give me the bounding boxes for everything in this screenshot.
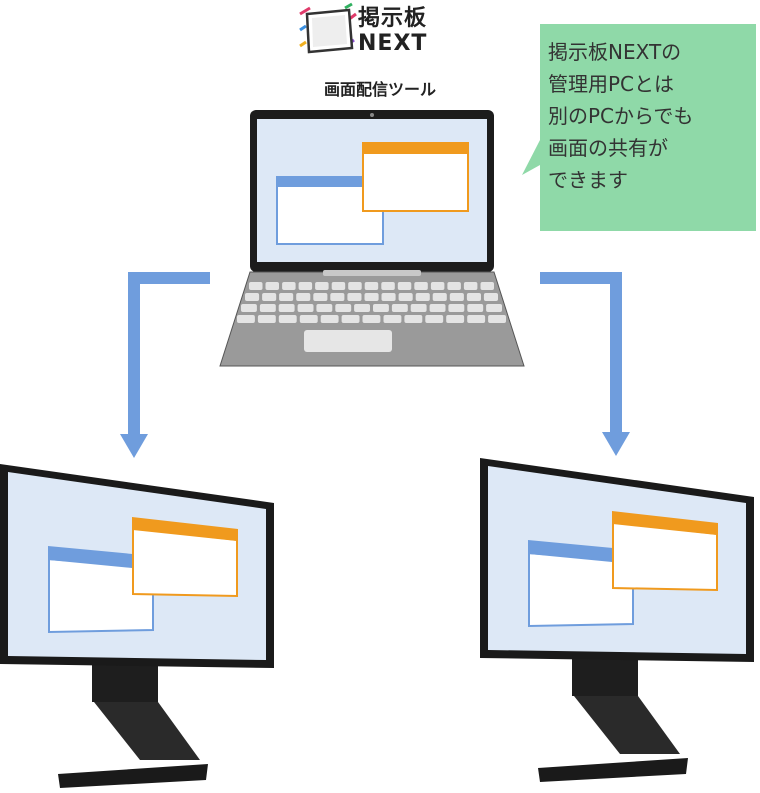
keyboard-key [296,293,311,301]
bubble-line: 別のPCからでも [548,104,694,128]
keyboard-key [430,282,445,290]
keyboard-key [480,282,494,290]
keyboard-key [483,293,498,301]
keyboard-key [237,315,255,323]
logo-text: 掲示板 NEXT [358,8,427,55]
keyboard-key [447,282,461,290]
keyboard-key [331,282,346,290]
bubble-line: 画面の共有が [548,136,668,160]
keyboard-key [432,293,447,301]
keyboard-key [449,293,464,301]
monitor-left [0,464,274,788]
keyboard-key [364,282,379,290]
keyboard-key [313,293,328,301]
keyboard-key [245,293,260,301]
keyboard-key [488,315,506,323]
logo-line2: NEXT [358,31,428,56]
keyboard-key [463,282,478,290]
keyboard-key [373,304,389,312]
keyboard-key [364,293,379,301]
keyboard-key [391,304,408,312]
keyboard-key [448,304,465,312]
keyboard-key [362,315,381,323]
keyboard-key [278,304,295,312]
keyboard-key [347,293,362,301]
bubble-text: 掲示板NEXTの 管理用PCとは 別のPCからでも 画面の共有が できます [548,36,748,196]
keyboard-key [398,293,413,301]
keyboard-key [410,304,427,312]
keyboard-key [397,282,412,290]
logo-line1: 掲示板 [358,6,428,31]
keyboard-key [348,282,362,290]
keyboard-key [297,304,314,312]
keyboard-key [466,293,481,301]
keyboard-key [298,282,313,290]
keyboard-key [315,282,329,290]
keyboard-key [316,304,333,312]
keyboard-key [282,282,296,290]
keyboard-key [467,315,486,323]
bubble-line: 掲示板NEXTの [548,40,682,64]
keyboard-key [320,315,339,323]
laptop [219,110,525,367]
keyboard-key [341,315,360,323]
speech-bubble [522,24,756,231]
keyboard-key [383,315,402,323]
bubble-line: できます [548,168,628,192]
keyboard-key [429,304,446,312]
monitor-right [480,458,754,782]
keyboard-key [262,293,277,301]
keyboard-key [404,315,423,323]
bubble-line: 管理用PCとは [548,72,675,96]
keyboard-key [381,282,395,290]
keyboard-key [414,282,428,290]
keyboard-key [486,304,502,312]
keyboard-key [279,293,294,301]
keyboard-key [257,315,276,323]
keyboard-key [335,304,352,312]
keyboard-key [446,315,465,323]
keyboard-key [249,282,263,290]
keyboard-key [330,293,345,301]
keyboard-key [259,304,276,312]
keyboard-key [381,293,396,301]
tool-title: 画面配信ツール [323,80,436,99]
keyboard-key [425,315,444,323]
keyboard-key [415,293,430,301]
keyboard-key [354,304,370,312]
arrow-left [120,272,210,458]
keyboard-key [299,315,318,323]
keyboard [237,282,506,323]
keyboard-key [241,304,257,312]
keyboard-key [265,282,279,290]
keyboard-key [467,304,484,312]
keyboard-key [278,315,297,323]
arrow-right [540,272,630,456]
logo-icon [299,2,357,54]
